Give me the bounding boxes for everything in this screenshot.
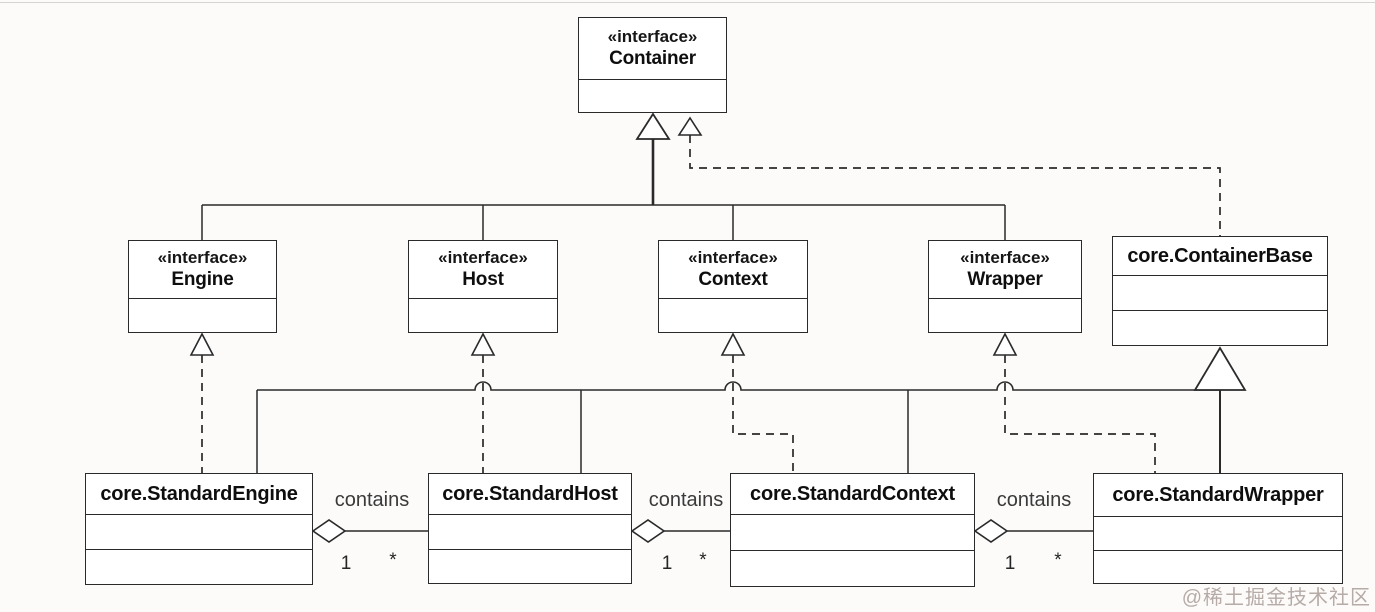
watermark: @稀土掘金技术社区 (1181, 587, 1371, 609)
attributes-compartment (929, 298, 1081, 332)
class-name: core.StandardEngine (100, 482, 298, 505)
realization-standardcontext-to-context (720, 332, 794, 473)
class-standardcontext: core.StandardContext (730, 473, 975, 587)
multiplicity-many-3: * (1054, 550, 1062, 571)
class-context: «interface» Context (658, 240, 808, 333)
stereotype-label: «interface» (157, 248, 248, 267)
aggregation-standardcontext-standardwrapper (973, 519, 1093, 543)
association-label-contains-1: contains (334, 489, 410, 511)
class-containerbase: core.ContainerBase (1112, 236, 1328, 346)
attributes-compartment (579, 79, 726, 112)
class-name: core.StandardHost (442, 482, 618, 505)
class-engine: «interface» Engine (128, 240, 277, 333)
attributes-compartment (429, 514, 631, 549)
attributes-compartment (731, 514, 974, 550)
class-standardhost: core.StandardHost (428, 473, 632, 584)
attributes-compartment (1113, 275, 1327, 310)
class-title-compartment: «interface» Host (409, 241, 557, 298)
class-name: Host (462, 269, 504, 291)
realization-standardwrapper-to-wrapper (992, 332, 1156, 473)
multiplicity-one-3: 1 (1004, 553, 1016, 574)
operations-compartment (1094, 549, 1342, 584)
operations-compartment (86, 549, 312, 584)
class-name: core.StandardContext (750, 482, 955, 505)
class-container: «interface» Container (578, 17, 727, 113)
generalization-standard-classes-to-containerbase (256, 346, 1247, 473)
class-title-compartment: «interface» Wrapper (929, 241, 1081, 298)
operations-compartment (1113, 310, 1327, 345)
operations-compartment (429, 548, 631, 584)
multiplicity-one-1: 1 (340, 553, 352, 574)
aggregation-standardhost-standardcontext (630, 519, 730, 543)
class-title-compartment: «interface» Container (579, 18, 726, 79)
class-name: core.ContainerBase (1127, 244, 1313, 267)
attributes-compartment (129, 298, 276, 332)
operations-compartment (731, 550, 974, 586)
class-name: Engine (171, 269, 234, 291)
stereotype-label: «interface» (688, 248, 778, 267)
class-name: Container (609, 48, 696, 70)
class-title-compartment: «interface» Engine (129, 241, 276, 298)
class-name: Context (698, 269, 768, 291)
class-name: core.StandardWrapper (1112, 483, 1324, 506)
multiplicity-many-2: * (699, 550, 707, 571)
attributes-compartment (1094, 516, 1342, 550)
class-title-compartment: «interface» Context (659, 241, 807, 298)
attributes-compartment (659, 298, 807, 332)
attributes-compartment (86, 514, 312, 549)
top-border-line (0, 2, 1375, 3)
association-label-contains-2: contains (648, 489, 724, 511)
class-standardengine: core.StandardEngine (85, 473, 313, 585)
class-title-compartment: core.StandardHost (429, 474, 631, 514)
realization-containerbase-to-container (677, 116, 1221, 236)
association-label-contains-3: contains (996, 489, 1072, 511)
class-title-compartment: core.StandardEngine (86, 474, 312, 514)
multiplicity-many-1: * (389, 550, 397, 571)
multiplicity-one-2: 1 (661, 553, 673, 574)
stereotype-label: «interface» (960, 248, 1050, 267)
class-name: Wrapper (967, 269, 1043, 291)
class-title-compartment: core.ContainerBase (1113, 237, 1327, 275)
class-title-compartment: core.StandardContext (731, 474, 974, 514)
stereotype-label: «interface» (607, 27, 698, 46)
class-host: «interface» Host (408, 240, 558, 333)
class-standardwrapper: core.StandardWrapper (1093, 473, 1343, 584)
realization-standardengine-to-engine (189, 332, 215, 473)
stereotype-label: «interface» (438, 248, 528, 267)
realization-standardhost-to-host (470, 332, 496, 473)
generalization-interfaces-to-container (201, 112, 1006, 240)
attributes-compartment (409, 298, 557, 332)
class-title-compartment: core.StandardWrapper (1094, 474, 1342, 516)
class-wrapper: «interface» Wrapper (928, 240, 1082, 333)
aggregation-standardengine-standardhost (311, 519, 428, 543)
